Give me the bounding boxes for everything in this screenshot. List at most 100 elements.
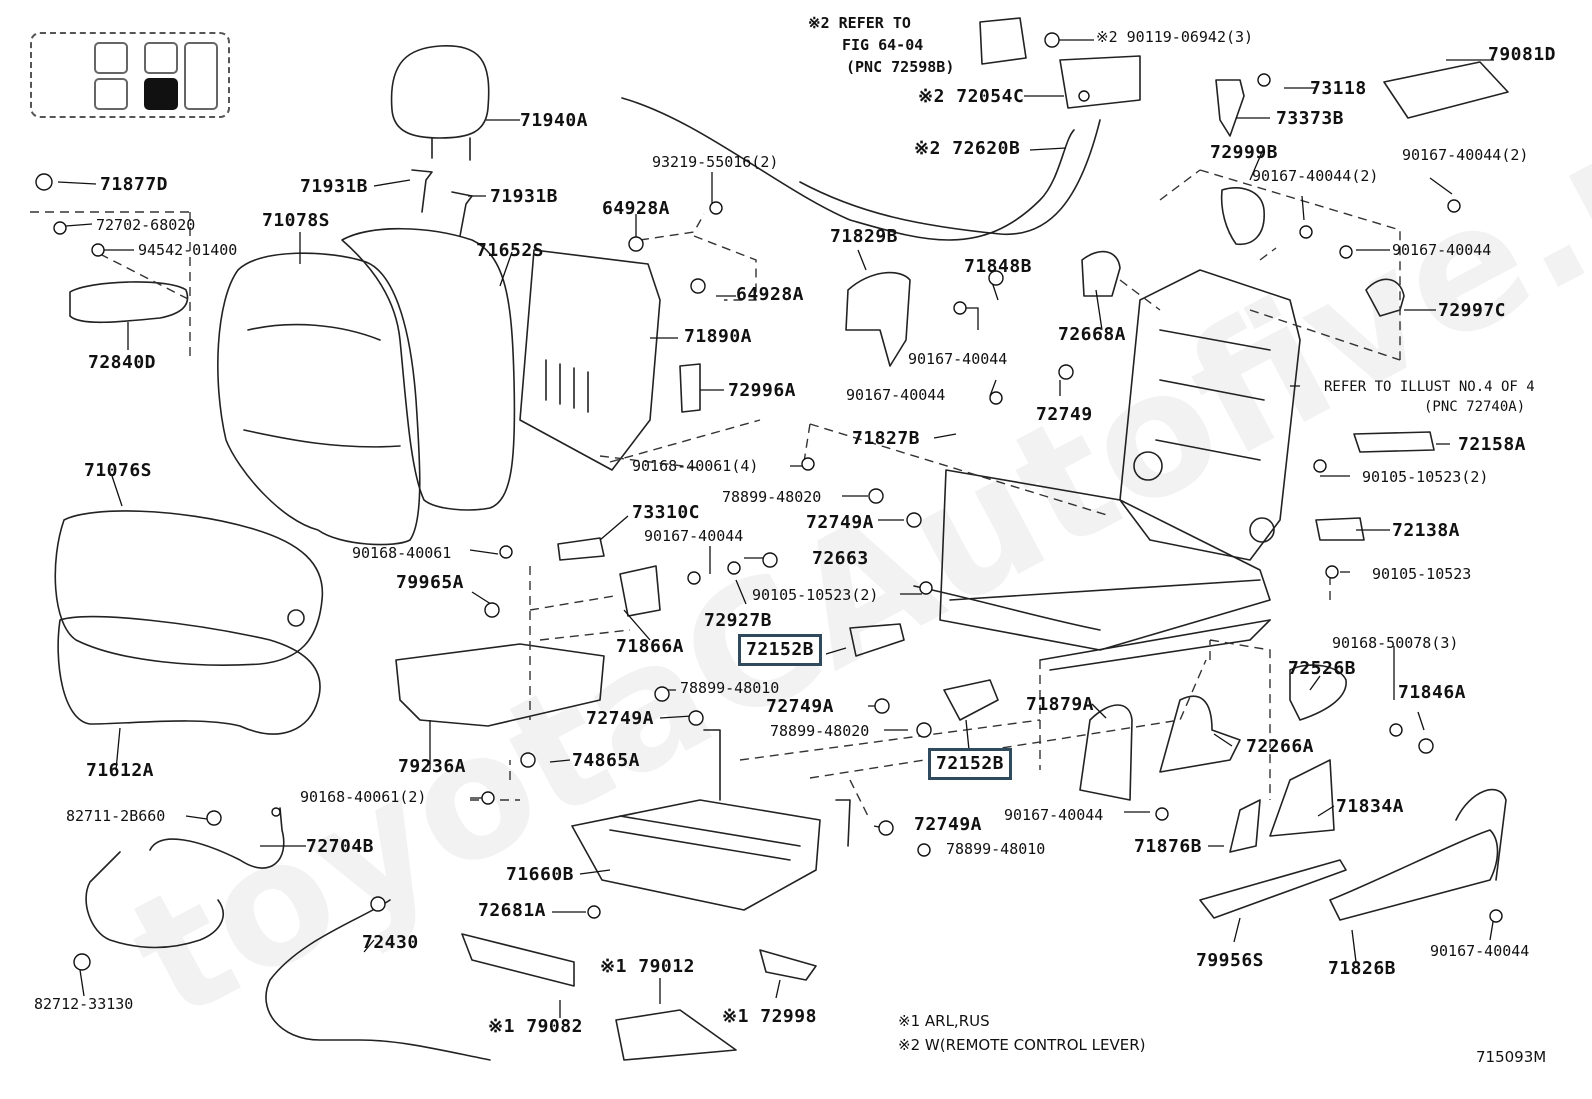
part-label[interactable]: 78899-48010: [680, 679, 780, 697]
part-label[interactable]: 71826B: [1328, 958, 1397, 979]
wire-harness-left: [85, 807, 285, 949]
part-label[interactable]: 90167-40044: [908, 350, 1008, 368]
part-label[interactable]: 90167-40044: [846, 386, 946, 404]
part-label[interactable]: 71866A: [616, 636, 685, 657]
part-label[interactable]: ※2 72054C: [918, 86, 1025, 107]
part-label[interactable]: ※1 79012: [600, 956, 695, 977]
side-cover-outer: [1329, 829, 1499, 921]
seat-position-locator: [30, 32, 230, 118]
seat-cell: [94, 78, 128, 110]
part-label[interactable]: 71612A: [86, 760, 155, 781]
part-label[interactable]: 71076S: [84, 460, 153, 481]
part-label[interactable]: 72999B: [1210, 142, 1279, 163]
bracket-71866A: [619, 565, 661, 617]
part-label[interactable]: 79965A: [396, 572, 465, 593]
part-label[interactable]: 72749A: [766, 696, 835, 717]
part-label[interactable]: 90168-50078(3): [1332, 634, 1459, 652]
part-label[interactable]: 94542-01400: [138, 241, 238, 259]
part-label[interactable]: 82712-33130: [34, 995, 134, 1013]
part-label[interactable]: 90167-40044(2): [1402, 146, 1529, 164]
part-label[interactable]: 73373B: [1276, 108, 1345, 129]
part-label[interactable]: 90105-10523: [1372, 565, 1472, 583]
cover-71879A: [1079, 704, 1133, 801]
part-label[interactable]: 90167-40044: [1430, 942, 1530, 960]
part-label[interactable]: 90105-10523(2): [1362, 468, 1489, 486]
part-label[interactable]: 90167-40044: [1392, 241, 1492, 259]
part-label[interactable]: 79081D: [1488, 44, 1557, 65]
part-label[interactable]: 74865A: [572, 750, 641, 771]
part-label[interactable]: 72749A: [806, 512, 875, 533]
part-label[interactable]: 71876B: [1134, 836, 1203, 857]
part-label[interactable]: 72158A: [1458, 434, 1527, 455]
part-label[interactable]: 78899-48020: [722, 488, 822, 506]
part-label[interactable]: 72749A: [586, 708, 655, 729]
part-label[interactable]: 71660B: [506, 864, 575, 885]
ref-fig-line3: (PNC 72598B): [846, 58, 955, 76]
part-label[interactable]: 72702-68020: [96, 216, 196, 234]
cover-72999B: [1220, 186, 1265, 245]
part-label[interactable]: 90167-40044(2): [1252, 167, 1379, 185]
part-label[interactable]: 72996A: [728, 380, 797, 401]
part-label[interactable]: 71879A: [1026, 694, 1095, 715]
part-label[interactable]: 72266A: [1246, 736, 1315, 757]
part-label[interactable]: 90168-40061: [352, 544, 452, 562]
part-label[interactable]: 73310C: [632, 502, 701, 523]
part-label[interactable]: 71078S: [262, 210, 331, 231]
part-label[interactable]: 72668A: [1058, 324, 1127, 345]
bracket-72996A: [679, 363, 701, 413]
part-label[interactable]: 93219-55016(2): [652, 153, 779, 171]
part-label[interactable]: 71848B: [964, 256, 1033, 277]
part-label[interactable]: 72704B: [306, 836, 375, 857]
part-label[interactable]: 71827B: [852, 428, 921, 449]
seatback-frame: [1119, 269, 1301, 561]
seat-cell: [184, 42, 218, 110]
part-label[interactable]: 79956S: [1196, 950, 1265, 971]
part-label-highlighted[interactable]: 72152B: [738, 634, 823, 666]
part-label[interactable]: 72663: [812, 548, 869, 569]
part-label[interactable]: 90168-40061(4): [632, 457, 759, 475]
part-label[interactable]: 71931B: [490, 186, 559, 207]
part-label[interactable]: 71846A: [1398, 682, 1467, 703]
part-label[interactable]: ※1 79082: [488, 1016, 583, 1037]
part-label[interactable]: 71652S: [476, 240, 545, 261]
part-label[interactable]: 72997C: [1438, 300, 1507, 321]
seat-back-cover: [217, 252, 421, 546]
part-label[interactable]: 82711-2B660: [66, 807, 166, 825]
part-label[interactable]: 71940A: [520, 110, 589, 131]
part-label[interactable]: 71931B: [300, 176, 369, 197]
part-label[interactable]: 78899-48010: [946, 840, 1046, 858]
cover-72138A: [1315, 517, 1365, 541]
pad-79081D: [1383, 61, 1509, 119]
part-label[interactable]: 72749A: [914, 814, 983, 835]
part-label[interactable]: 71877D: [100, 174, 169, 195]
part-label[interactable]: 72138A: [1392, 520, 1461, 541]
clip-72152B-upper: [849, 623, 905, 657]
part-label[interactable]: 72526B: [1288, 658, 1357, 679]
cover-72997C: [1365, 278, 1405, 317]
part-label[interactable]: 90168-40061(2): [300, 788, 427, 806]
part-label[interactable]: 72430: [362, 932, 419, 953]
part-label[interactable]: 71834A: [1336, 796, 1405, 817]
part-label[interactable]: 72749: [1036, 404, 1093, 425]
armrest: [69, 281, 189, 324]
shield-71829B: [845, 271, 911, 367]
part-label[interactable]: 64928A: [736, 284, 805, 305]
part-label[interactable]: ※2 72620B: [914, 138, 1021, 159]
pad-79012: [615, 1009, 737, 1061]
part-label[interactable]: 90167-40044: [1004, 806, 1104, 824]
part-label[interactable]: ※2 90119-06942(3): [1096, 28, 1254, 46]
part-label[interactable]: 78899-48020: [770, 722, 870, 740]
part-label[interactable]: 64928A: [602, 198, 671, 219]
part-label[interactable]: 72840D: [88, 352, 157, 373]
part-label[interactable]: 71829B: [830, 226, 899, 247]
part-label[interactable]: ※1 72998: [722, 1006, 817, 1027]
part-label[interactable]: 73118: [1310, 78, 1367, 99]
part-label[interactable]: 79236A: [398, 756, 467, 777]
part-label[interactable]: 71890A: [684, 326, 753, 347]
part-label-highlighted[interactable]: 72152B: [928, 748, 1013, 780]
part-label[interactable]: 72927B: [704, 610, 773, 631]
part-label[interactable]: 90167-40044: [644, 527, 744, 545]
part-label[interactable]: 72681A: [478, 900, 547, 921]
part-label[interactable]: 90105-10523(2): [752, 586, 879, 604]
cushion-bracket: [395, 643, 605, 727]
